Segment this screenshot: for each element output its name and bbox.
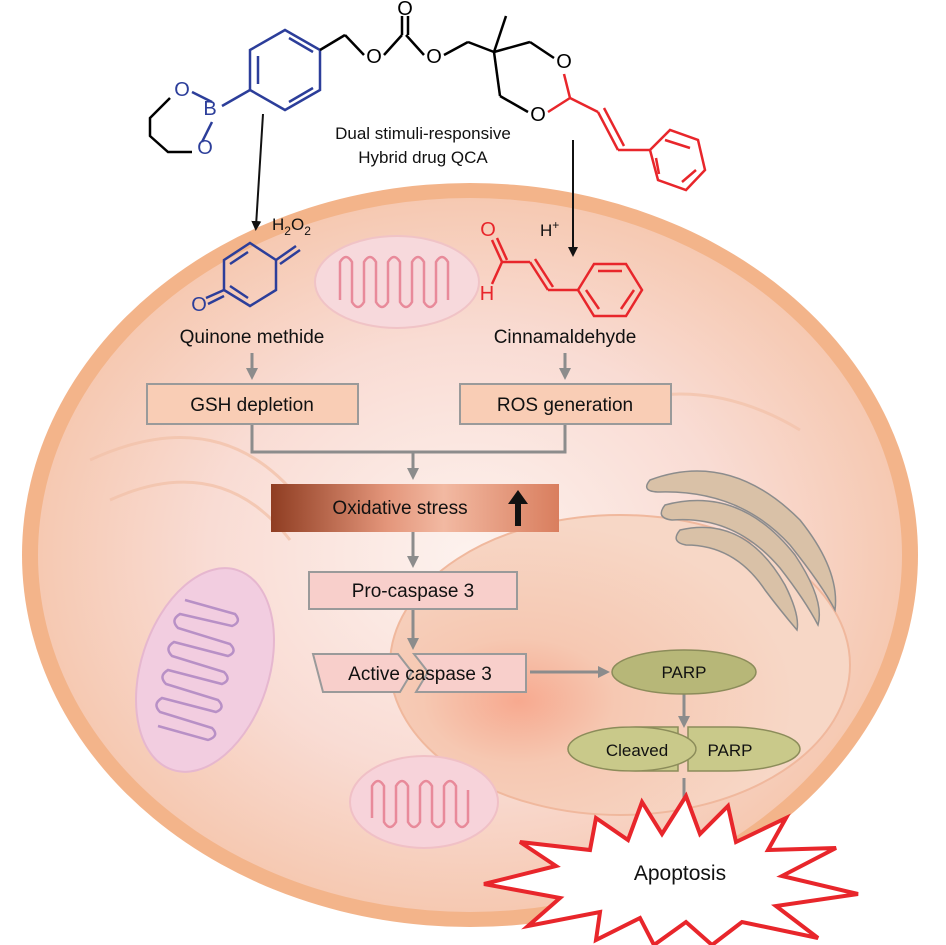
hplus-label: H+ <box>540 218 559 240</box>
mitochondrion-left-body <box>135 567 275 773</box>
gsh-depletion-box: GSH depletion <box>146 383 359 425</box>
cleaved-label: Cleaved <box>606 741 668 760</box>
boronate-oxygen-2: O <box>197 137 213 159</box>
pro-caspase-3-box: Pro-caspase 3 <box>308 571 518 610</box>
cleaved-parp-label: PARP <box>707 741 752 760</box>
apoptosis-starburst: Apoptosis <box>483 791 859 945</box>
carbonate-oxygen-2: O <box>426 46 442 68</box>
gsh-depletion-label: GSH depletion <box>190 395 314 416</box>
h2o2-label: H2O2 <box>272 215 311 238</box>
pro-caspase-3-label: Pro-caspase 3 <box>352 581 475 602</box>
mitochondrion-bottom-cristae <box>370 779 470 829</box>
quinone-methide-structure <box>205 241 301 308</box>
mitochondrion-left-cristae <box>155 598 240 742</box>
cinnamaldehyde-label: Cinnamaldehyde <box>494 327 637 348</box>
mitochondrion-left <box>135 567 275 773</box>
boronate-oxygen-1: O <box>174 79 190 101</box>
dioxane-oxygen-2: O <box>530 104 546 126</box>
ros-generation-box: ROS generation <box>459 383 672 425</box>
aldehyde-oxygen-label: O <box>480 219 496 241</box>
aldehyde-hydrogen-label: H <box>480 283 494 305</box>
qca-title-line-2: Hybrid drug QCA <box>358 148 488 167</box>
carbonate-linker <box>319 15 555 114</box>
mitochondrion-top <box>314 235 480 329</box>
apoptosis-burst-shape <box>483 791 859 945</box>
ros-generation-box-rect <box>459 383 672 425</box>
carbonate-oxygen-carbonyl: O <box>397 0 413 20</box>
mitochondrion-top-cristae <box>338 255 450 309</box>
oxidative-stress-box: Oxidative stress <box>271 484 559 532</box>
quinone-oxygen-label: O <box>191 294 207 316</box>
active-caspase-3-right-fragment <box>411 653 527 693</box>
golgi-apparatus <box>645 470 837 632</box>
dioxane-oxygen-1: O <box>556 51 572 73</box>
mitochondrion-bottom <box>349 755 499 849</box>
cinnamaldehyde-structure <box>490 237 644 318</box>
qca-title-line-1: Dual stimuli-responsive <box>335 124 511 143</box>
pro-caspase-3-box-rect <box>308 571 518 610</box>
parp-node: PARP <box>611 649 757 695</box>
apoptosis-label: Apoptosis <box>634 862 726 885</box>
active-caspase-3-label: Active caspase 3 <box>348 664 492 685</box>
boronate-group <box>191 28 322 143</box>
quinone-methide-label: Quinone methide <box>180 327 325 348</box>
ros-generation-label: ROS generation <box>497 395 633 416</box>
active-caspase-3-left-fragment <box>311 653 414 693</box>
gsh-depletion-box-rect <box>146 383 359 425</box>
parp-ellipse <box>611 649 757 695</box>
qca-structure: B O O O O O O O <box>148 0 707 192</box>
h2o2-trigger-arrow <box>251 113 264 231</box>
propane-diol-chain <box>148 97 192 154</box>
increase-up-arrow-icon <box>508 490 528 526</box>
cleaved-parp-node: Cleaved PARP <box>568 726 801 772</box>
oxidative-stress-box-rect <box>271 484 559 532</box>
cleaved-parp-right-half <box>687 726 801 772</box>
carbonate-oxygen-1: O <box>366 46 382 68</box>
golgi-cisterna-1 <box>645 470 837 613</box>
oxidative-stress-label: Oxidative stress <box>332 498 467 519</box>
cinnamyl-group <box>547 73 707 192</box>
merge-connector <box>250 424 567 454</box>
golgi-cisterna-2 <box>660 499 821 628</box>
active-caspase-3-box: Active caspase 3 <box>311 653 527 693</box>
golgi-cisterna-3 <box>675 526 799 632</box>
parp-label: PARP <box>661 663 706 682</box>
boron-atom-label: B <box>203 98 216 120</box>
